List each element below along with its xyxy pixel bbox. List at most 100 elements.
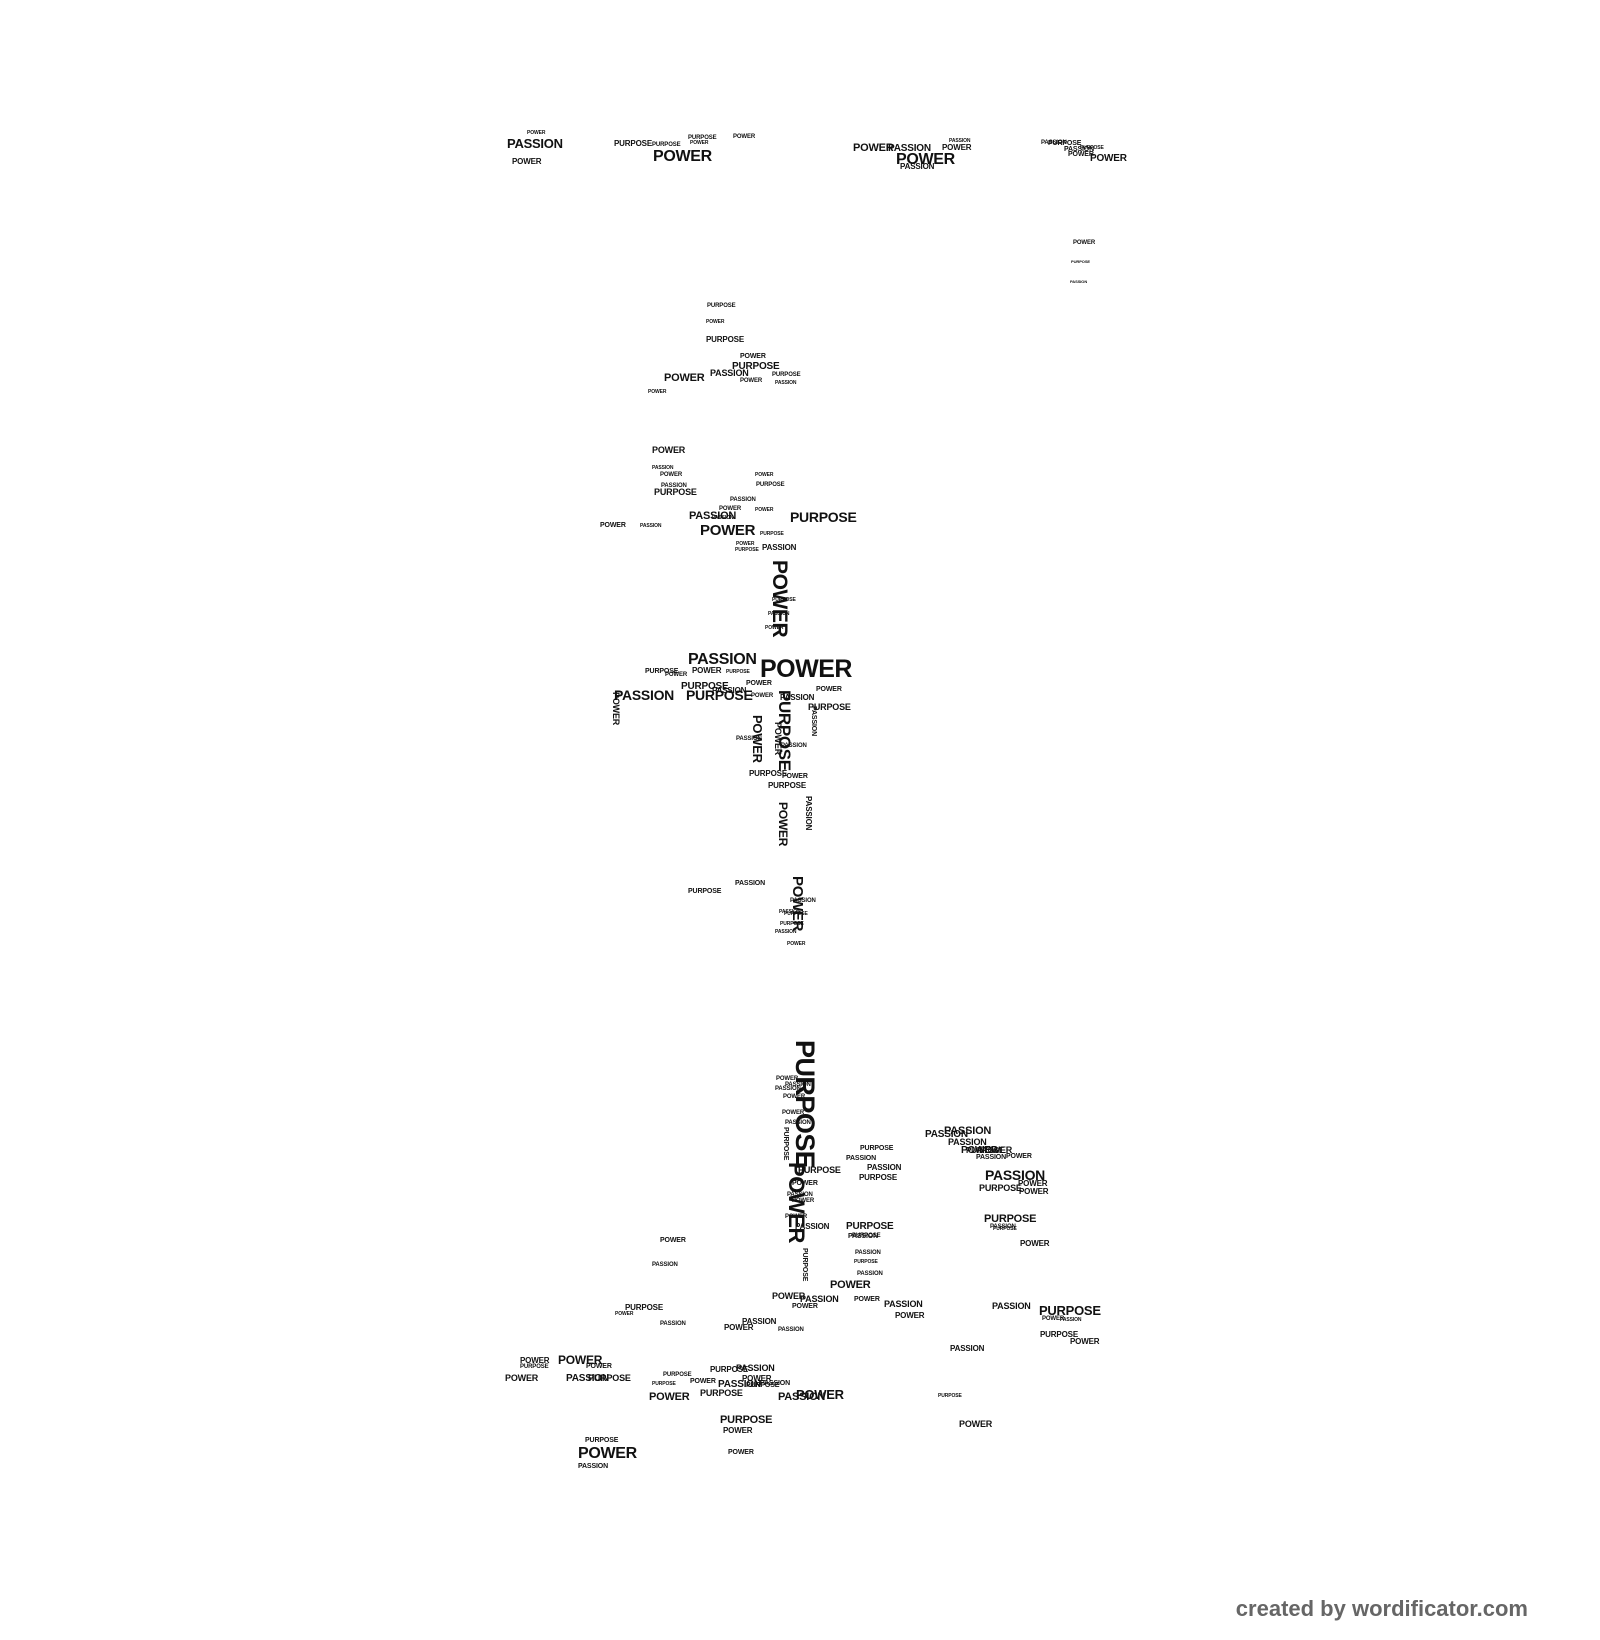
word-power: POWER	[830, 1279, 871, 1291]
word-power: POWER	[692, 666, 722, 675]
word-passion: PASSION	[507, 136, 563, 151]
word-purpose: PURPOSE	[645, 668, 679, 675]
word-purpose: PURPOSE	[846, 1221, 894, 1232]
word-passion: PASSION	[787, 1192, 813, 1198]
word-power: POWER	[740, 378, 763, 384]
word-passion: PASSION	[785, 1082, 811, 1088]
word-passion: PASSION	[804, 796, 813, 831]
word-power: POWER	[796, 1387, 844, 1402]
word-purpose: PURPOSE	[1071, 259, 1091, 264]
word-purpose: PURPOSE	[860, 1145, 894, 1152]
word-passion: PASSION	[712, 515, 734, 521]
word-passion: PASSION	[948, 1137, 987, 1147]
word-purpose: PURPOSE	[585, 1437, 619, 1444]
word-passion: PASSION	[780, 693, 815, 702]
word-passion: PASSION	[710, 368, 749, 378]
word-passion: PASSION	[1041, 140, 1067, 146]
word-passion: PASSION	[730, 497, 756, 503]
credit-watermark[interactable]: created by wordificator.com	[1235, 1596, 1528, 1621]
word-power: POWER	[776, 1076, 799, 1082]
word-power: POWER	[755, 507, 774, 513]
word-purpose: PURPOSE	[588, 1373, 631, 1383]
word-passion: PASSION	[781, 743, 807, 749]
word-purpose: PURPOSE	[706, 335, 745, 344]
word-power: POWER	[750, 715, 765, 763]
word-passion: PASSION	[762, 543, 797, 552]
word-purpose: PURPOSE	[1039, 1303, 1101, 1318]
word-power: POWER	[578, 1445, 637, 1462]
word-purpose: PURPOSE	[772, 597, 796, 603]
word-power: POWER	[520, 1356, 550, 1365]
word-power: POWER	[719, 506, 742, 512]
word-power: POWER	[740, 353, 766, 360]
word-power: POWER	[787, 941, 806, 947]
word-purpose: PURPOSE	[654, 487, 697, 497]
word-purpose: PURPOSE	[686, 687, 753, 703]
word-purpose: PURPOSE	[688, 135, 717, 141]
word-purpose: PURPOSE	[652, 1381, 676, 1387]
word-power: POWER	[512, 157, 542, 166]
word-purpose: PURPOSE	[1040, 1330, 1079, 1339]
word-power: POWER	[736, 541, 755, 547]
word-power: POWER	[586, 1363, 612, 1370]
word-passion: PASSION	[689, 510, 737, 522]
word-power: POWER	[792, 1303, 818, 1310]
word-passion: PASSION	[640, 523, 662, 529]
word-purpose: PURPOSE	[768, 781, 807, 790]
word-purpose: PURPOSE	[782, 1127, 789, 1161]
word-power: POWER	[1042, 1316, 1065, 1322]
word-passion: PASSION	[768, 611, 790, 617]
word-power: POWER	[660, 1237, 686, 1244]
word-purpose: PURPOSE	[681, 681, 729, 692]
word-power: POWER	[733, 134, 756, 140]
word-purpose: PURPOSE	[760, 531, 784, 537]
word-power: POWER	[959, 1419, 993, 1429]
word-purpose: PURPOSE	[707, 303, 736, 309]
word-passion: PASSION	[944, 1125, 992, 1137]
word-passion: PASSION	[718, 1379, 761, 1390]
word-power: POWER	[648, 389, 667, 395]
word-power: POWER	[649, 1391, 690, 1403]
word-purpose: PURPOSE	[852, 1233, 881, 1239]
word-passion: PASSION	[775, 380, 797, 386]
word-purpose: PURPOSE	[979, 1183, 1022, 1193]
word-passion: PASSION	[652, 1262, 678, 1268]
word-power: POWER	[728, 1449, 754, 1456]
word-power: POWER	[1020, 1239, 1050, 1248]
word-power: POWER	[664, 372, 705, 384]
word-passion: PASSION	[992, 1301, 1031, 1311]
word-power: POWER	[653, 148, 712, 165]
word-passion: PASSION	[990, 1224, 1016, 1230]
word-purpose: PURPOSE	[700, 1388, 743, 1398]
word-power: POWER	[558, 1353, 603, 1367]
word-passion: PASSION	[950, 1344, 985, 1353]
word-power: POWER	[527, 130, 546, 136]
word-power: POWER	[853, 142, 894, 154]
word-power: POWER	[723, 1426, 753, 1435]
word-passion: PASSION	[566, 1373, 609, 1384]
word-passion: PASSION	[578, 1463, 609, 1470]
word-passion: PASSION	[1070, 279, 1088, 284]
word-passion: PASSION	[985, 1167, 1046, 1183]
word-passion: PASSION	[785, 1120, 811, 1126]
word-power: POWER	[782, 773, 808, 780]
word-passion: PASSION	[949, 138, 971, 144]
word-passion: PASSION	[775, 1086, 801, 1092]
word-purpose: PURPOSE	[726, 669, 750, 675]
word-passion: PASSION	[688, 651, 757, 668]
word-purpose: PURPOSE	[720, 1414, 773, 1426]
word-power: POWER	[1070, 1337, 1100, 1346]
word-passion: PASSION	[925, 1129, 968, 1140]
word-passion: PASSION	[1064, 146, 1095, 153]
word-purpose: PURPOSE	[801, 1248, 808, 1282]
word-power: POWER	[1073, 240, 1096, 246]
word-power: POWER	[724, 1323, 754, 1332]
word-power: POWER	[979, 1145, 1013, 1155]
word-passion: PASSION	[848, 1233, 879, 1240]
word-purpose: PURPOSE	[938, 1393, 962, 1399]
word-power: POWER	[1068, 151, 1094, 158]
word-power: POWER	[755, 472, 774, 478]
word-passion: PASSION	[884, 1299, 923, 1309]
word-power: POWER	[665, 672, 688, 678]
word-passion: PASSION	[790, 898, 816, 904]
